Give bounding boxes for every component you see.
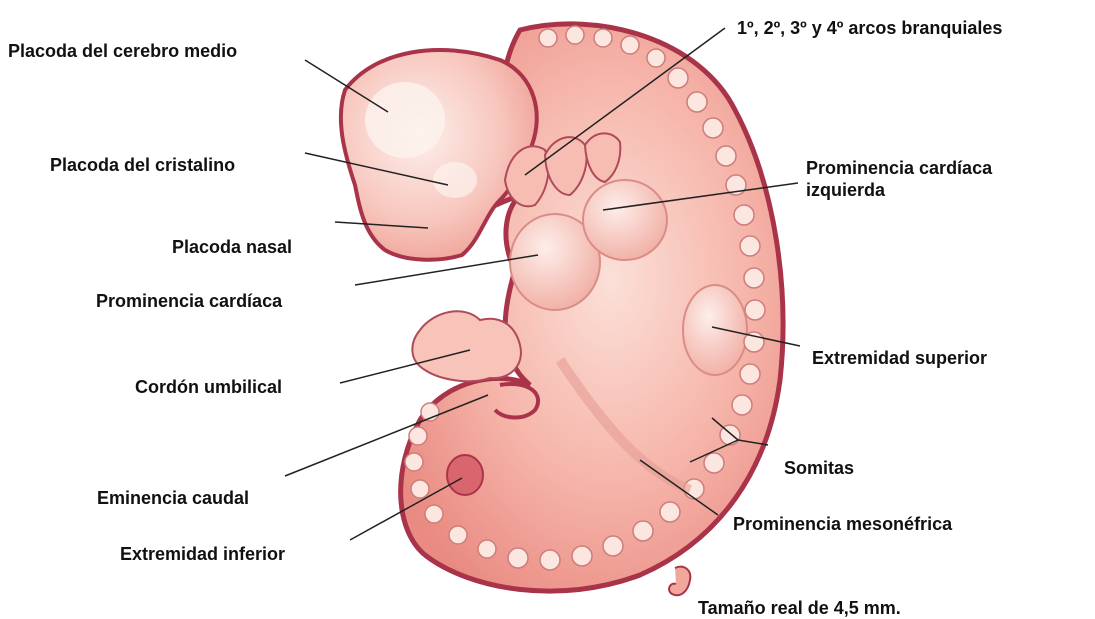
umbilical-cord: [412, 311, 521, 381]
label-nasal-placode: Placoda nasal: [172, 236, 292, 258]
lower-limb-bud: [447, 455, 483, 495]
label-umbilical-cord: Cordón umbilical: [135, 376, 282, 398]
label-actual-size: Tamaño real de 4,5 mm.: [698, 597, 901, 619]
label-midbrain-placode: Placoda del cerebro medio: [8, 40, 237, 62]
label-left-cardiac-line2: izquierda: [806, 179, 992, 201]
label-left-cardiac-line1: Prominencia cardíaca: [806, 157, 992, 179]
label-cardiac-prominence: Prominencia cardíaca: [96, 290, 282, 312]
lens-placode-shape: [433, 162, 477, 198]
label-caudal-eminence: Eminencia caudal: [97, 487, 249, 509]
actual-size-figure: [669, 567, 690, 595]
label-somites: Somitas: [784, 457, 854, 479]
label-left-cardiac-prominence: Prominencia cardíaca izquierda: [806, 157, 992, 201]
label-lens-placode: Placoda del cristalino: [50, 154, 235, 176]
label-upper-limb: Extremidad superior: [812, 347, 987, 369]
left-cardiac-prominence: [583, 180, 667, 260]
label-mesonephric-prominence: Prominencia mesonéfrica: [733, 513, 952, 535]
midbrain-bulge: [365, 82, 445, 158]
label-lower-limb: Extremidad inferior: [120, 543, 285, 565]
label-branchial-arches: 1º, 2º, 3º y 4º arcos branquiales: [737, 17, 1002, 39]
upper-limb-bud: [683, 285, 747, 375]
